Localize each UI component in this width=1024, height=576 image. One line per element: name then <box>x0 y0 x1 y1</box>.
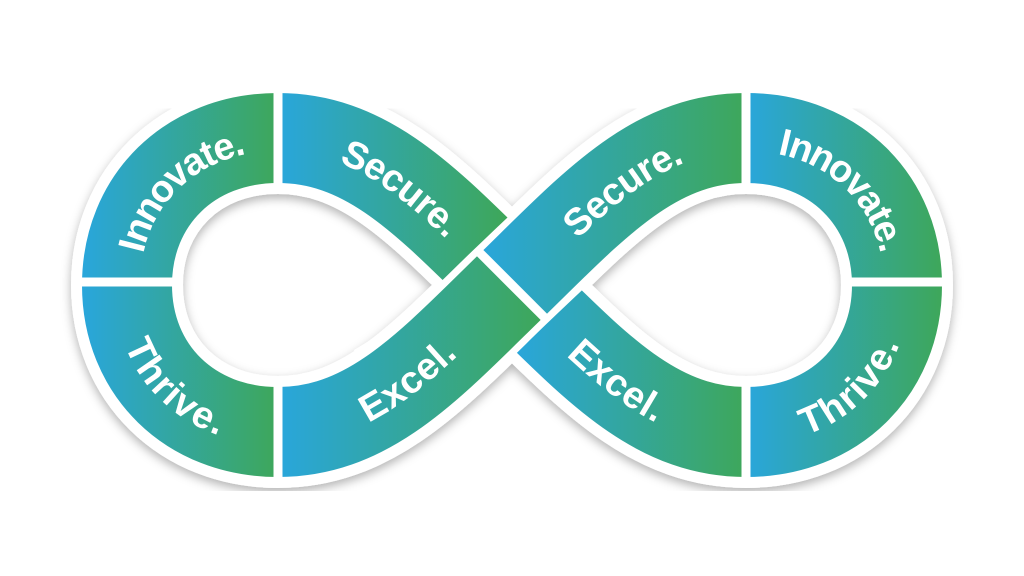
segment-separators <box>76 86 948 484</box>
